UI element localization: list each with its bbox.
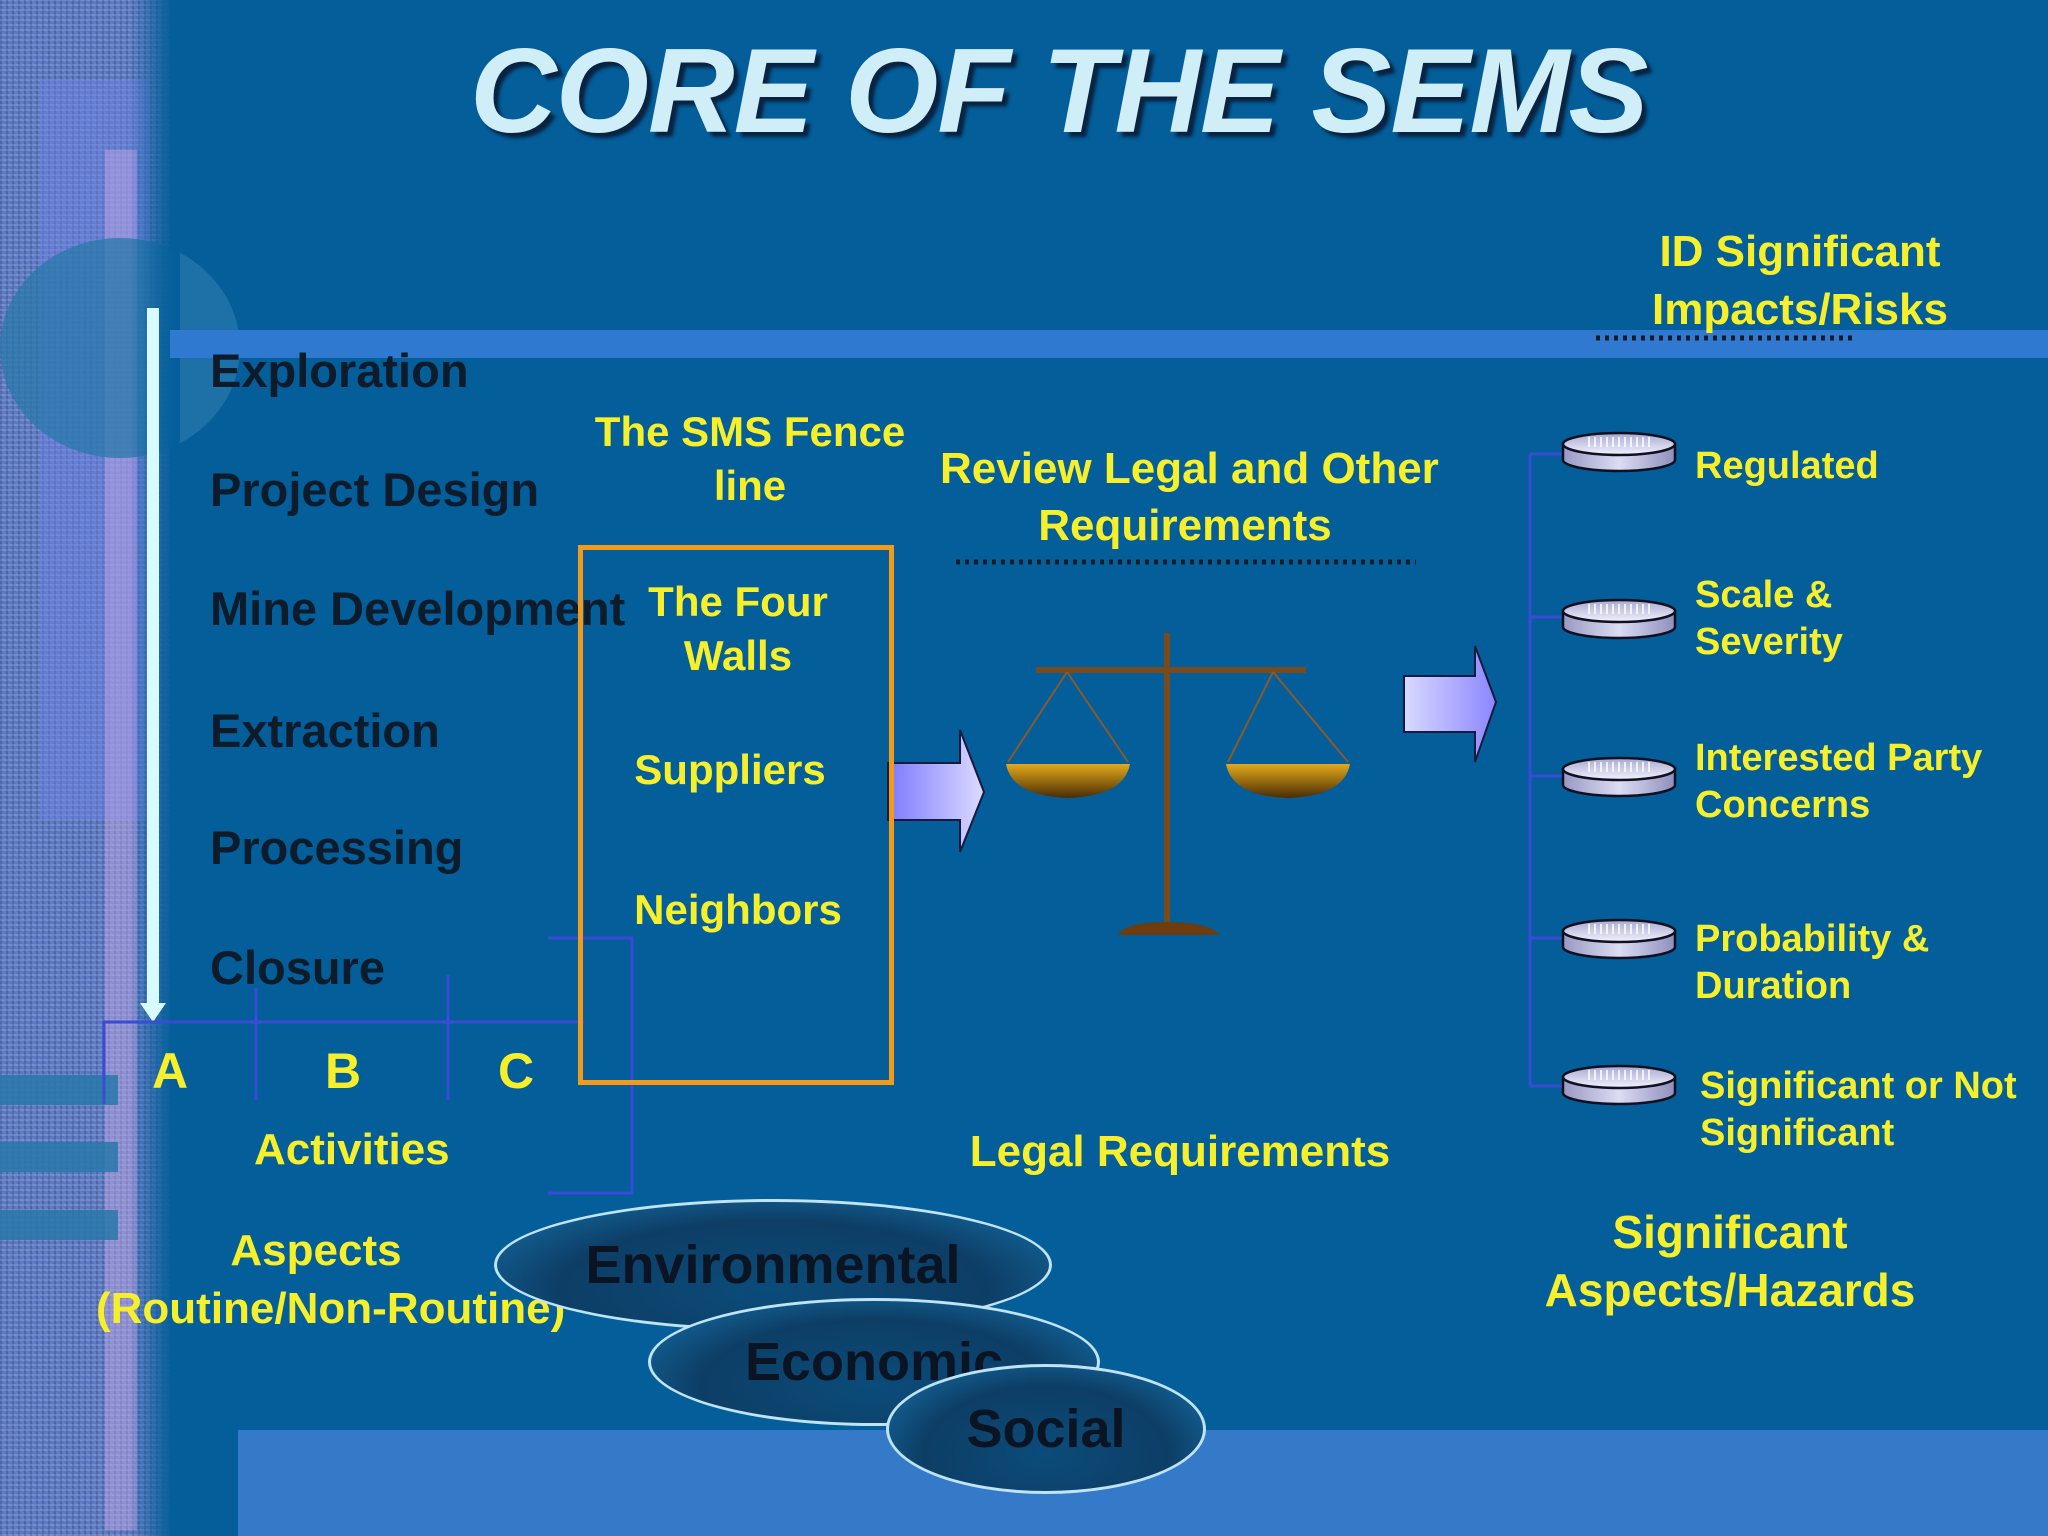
four-walls-line2: Walls [683, 632, 793, 679]
arrow-to-scale [887, 729, 986, 853]
criterion-scale-line2: Severity [1695, 621, 1843, 663]
criterion-interested-line1: Interested Party [1695, 737, 1983, 779]
timeline-arrow [140, 308, 166, 1022]
axis-letter-b: B [325, 1043, 362, 1099]
axis-letter-c: C [498, 1043, 535, 1099]
abc-bracket [102, 936, 634, 1195]
criterion-probability-line1: Probability & [1695, 918, 1930, 960]
four-walls-line1: The Four [648, 578, 828, 625]
id-significant-line2: Impacts/Risks [1652, 285, 1948, 334]
oval-social-label: Social [966, 1399, 1126, 1459]
activity-project-design: Project Design [210, 463, 540, 516]
significant-aspects-line2: Aspects/Hazards [1544, 1264, 1916, 1316]
coin-icons [1561, 431, 1677, 1106]
fence-label-line2: line [713, 462, 787, 509]
activity-closure: Closure [210, 941, 385, 994]
axis-letter-a: A [152, 1043, 189, 1099]
review-legal-line2: Requirements [1038, 501, 1332, 550]
aspects-label-line2: (Routine/Non-Routine) [96, 1284, 566, 1333]
activity-processing: Processing [210, 821, 464, 874]
fence-label-line1: The SMS Fence [594, 408, 906, 455]
id-significant-line1: ID Significant [1659, 227, 1941, 276]
criterion-interested-line2: Concerns [1695, 784, 1871, 826]
neighbors-label: Neighbors [634, 886, 842, 933]
coin-icon [1561, 1064, 1677, 1106]
coin-icon [1561, 431, 1677, 473]
criterion-scale-line1: Scale & [1695, 574, 1833, 616]
oval-social: Social [886, 1364, 1206, 1494]
decorative-bar [0, 1075, 118, 1105]
arrow-to-criteria [1403, 645, 1498, 763]
criterion-significant-line2: Significant [1700, 1112, 1895, 1154]
criterion-significant-line1: Significant or Not [1700, 1065, 2017, 1107]
aspects-label-line1: Aspects [230, 1226, 402, 1275]
criterion-probability-line2: Duration [1695, 965, 1852, 1007]
coin-icon [1561, 598, 1677, 640]
coin-icon [1561, 756, 1677, 798]
criterion-regulated: Regulated [1695, 445, 1879, 487]
criteria-bracket [1528, 452, 1562, 1088]
top-horizontal-band [170, 330, 2048, 358]
activity-extraction: Extraction [210, 704, 440, 757]
activity-exploration: Exploration [210, 344, 469, 397]
significant-aspects-line1: Significant [1612, 1206, 1848, 1258]
legal-requirements-label: Legal Requirements [969, 1127, 1391, 1176]
balance-scale-icon [1006, 633, 1350, 935]
review-legal-line1: Review Legal and Other [940, 444, 1439, 493]
coin-icon [1561, 918, 1677, 960]
activity-mine-development: Mine Development [210, 582, 626, 635]
suppliers-label: Suppliers [634, 746, 826, 793]
page-title: CORE OF THE SEMS [470, 24, 1648, 158]
decorative-bar [0, 1210, 118, 1240]
activities-label: Activities [254, 1125, 450, 1174]
decorative-bar [0, 1142, 118, 1172]
fence-box [578, 545, 894, 1085]
oval-environmental-label: Environmental [585, 1235, 961, 1295]
